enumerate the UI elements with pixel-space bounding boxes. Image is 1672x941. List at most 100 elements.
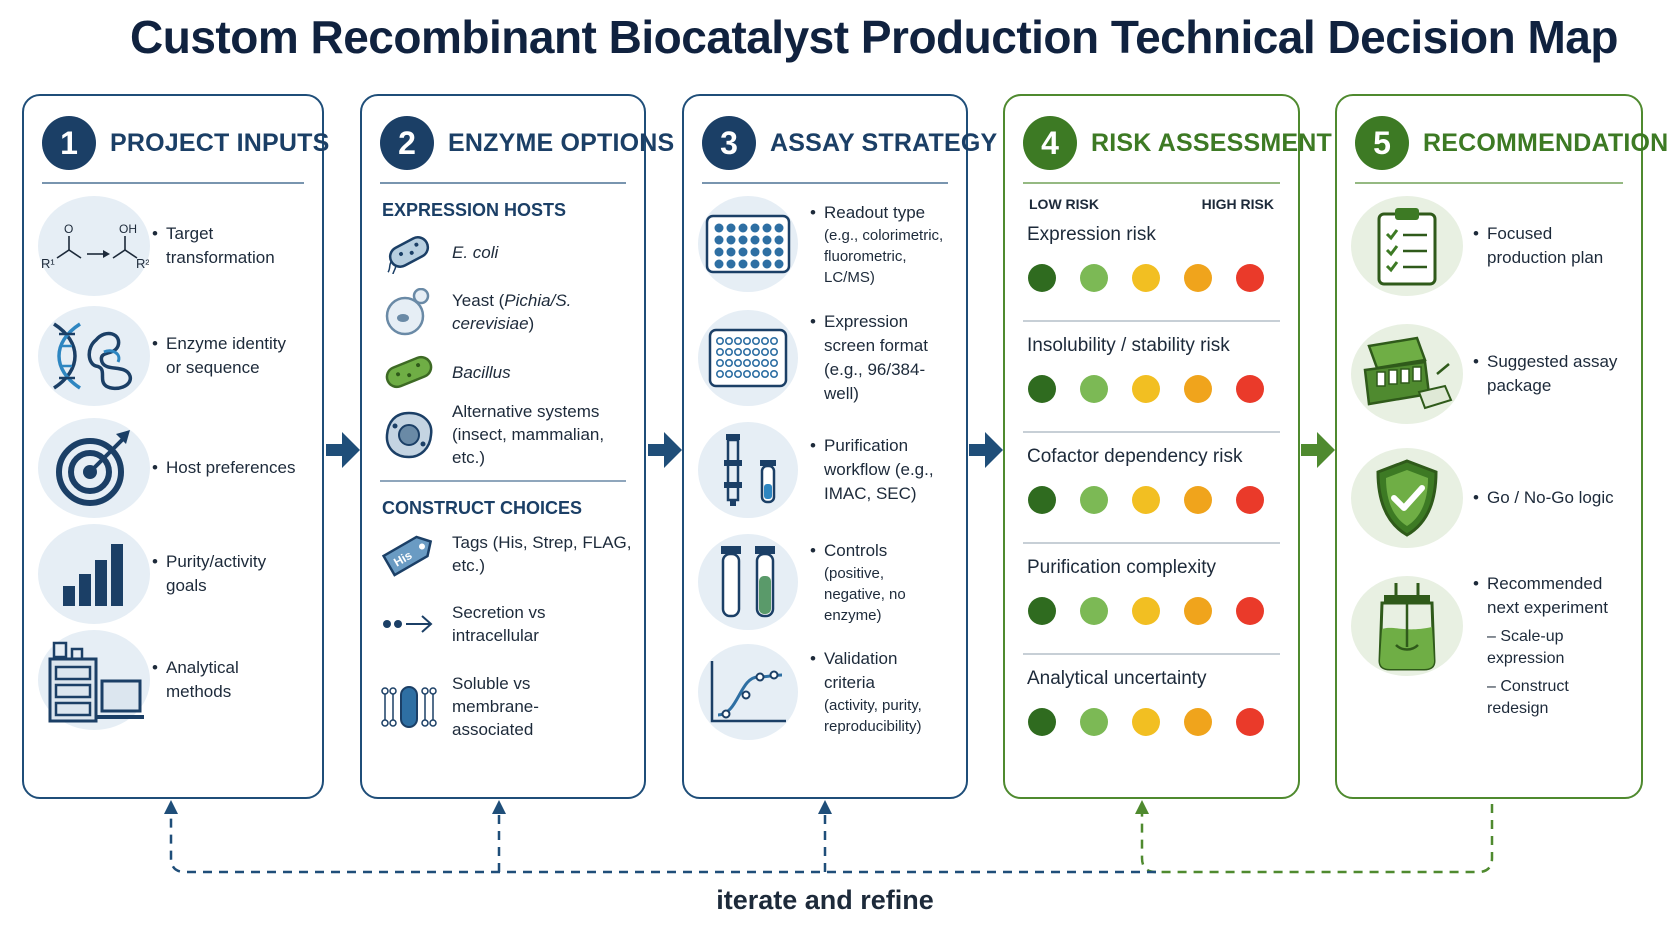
svg-text:O: O (64, 222, 73, 236)
cell-icon (380, 411, 438, 459)
panel-title: RISK ASSESSMENT (1091, 128, 1333, 157)
dna-protein-icon (38, 306, 150, 406)
panel-title: ASSAY STRATEGY (770, 128, 998, 157)
shield-check-icon (1351, 448, 1463, 548)
divider (702, 182, 948, 184)
item-text: Readout type (808, 201, 948, 225)
section-title-expression-hosts: EXPRESSION HOSTS (382, 200, 567, 220)
item-text-block: Readout type (e.g., colorimetric, fluoro… (798, 201, 948, 288)
list-item: Soluble vs membrane-associated (380, 672, 636, 741)
step-number-badge: 4 (1023, 116, 1077, 170)
list-item: Secretion vs intracellular (380, 600, 636, 648)
risk-level-dot (1236, 375, 1264, 403)
item-text: Focused production plan (1471, 222, 1633, 270)
risk-dots (1023, 375, 1280, 403)
membrane-icon (380, 683, 438, 731)
page-title: Custom Recombinant Biocatalyst Productio… (130, 11, 1618, 63)
arrow-right-icon (648, 432, 682, 468)
iterate-label: iterate and refine (716, 885, 934, 915)
divider (1023, 182, 1280, 184)
divider (1355, 182, 1623, 184)
risk-dots (1023, 486, 1280, 514)
list-item: Enzyme identity or sequence (38, 306, 314, 406)
svg-text:R¹: R¹ (41, 256, 55, 271)
svg-text:OH: OH (119, 222, 137, 236)
divider (380, 480, 626, 482)
panel-risk-assessment: 4 RISK ASSESSMENT LOW RISK HIGH RISK Exp… (1003, 94, 1332, 799)
item-text: Secretion vs intracellular (452, 603, 546, 645)
step-number-badge: 2 (380, 116, 434, 170)
list-item: Go / No-Go logic (1351, 448, 1633, 548)
item-text: Controls (808, 539, 948, 563)
item-text: Soluble vs membrane-associated (452, 674, 539, 739)
bioreactor-icon (1351, 576, 1463, 676)
divider (1023, 542, 1280, 544)
item-text: E. coli (452, 242, 499, 262)
tag-icon: His (380, 530, 438, 578)
risk-level-dot (1236, 264, 1264, 292)
item-subtext: – Construct redesign (1487, 678, 1569, 717)
list-item: Analytical methods (38, 630, 314, 730)
risk-level-dot (1028, 264, 1056, 292)
risk-level-dot (1028, 597, 1056, 625)
panel-assay-strategy: 3 ASSAY STRATEGY Readout type (e.g., col… (682, 94, 997, 799)
list-item: Controls (positive, negative, no enzyme) (698, 534, 958, 630)
item-subtext: (activity, purity, reproducibility) (824, 697, 922, 735)
clipboard-checklist-icon (1351, 196, 1463, 296)
list-item: E. coli (380, 228, 636, 276)
list-item: Purity/activity goals (38, 524, 314, 624)
list-item: Bacillus (380, 348, 636, 396)
item-text: Go / No-Go logic (1471, 486, 1633, 510)
risk-dots (1023, 597, 1280, 625)
risk-level-dot (1132, 597, 1160, 625)
panel-recommendation: 5 RECOMMENDATION Focused production plan (1335, 94, 1668, 799)
panel-enzyme-options: 2 ENZYME OPTIONS EXPRESSION HOSTS E. col… (360, 94, 674, 799)
item-text-block: Validation criteria (activity, purity, r… (798, 647, 948, 737)
list-item: Readout type (e.g., colorimetric, fluoro… (698, 196, 958, 292)
lab-instrument-icon (38, 630, 150, 730)
panel-header: 2 ENZYME OPTIONS (380, 116, 674, 170)
panel-title: ENZYME OPTIONS (448, 128, 675, 157)
risk-level-dot (1132, 708, 1160, 736)
risk-label: Cofactor dependency risk (1027, 446, 1243, 467)
secretion-arrow-icon (380, 600, 438, 648)
risk-level-dot (1184, 708, 1212, 736)
item-text-block: Controls (positive, negative, no enzyme) (798, 539, 948, 626)
risk-level-dot (1080, 264, 1108, 292)
divider (380, 182, 626, 184)
panel-header: 1 PROJECT INPUTS (42, 116, 330, 170)
risk-row: Analytical uncertainty (1023, 668, 1280, 736)
risk-level-dot (1080, 375, 1108, 403)
arrow-right-icon (326, 432, 360, 468)
arrow-right-icon (969, 432, 1003, 468)
item-text: Suggested assay package (1471, 350, 1633, 398)
risk-dots (1023, 264, 1280, 292)
yeast-icon (380, 288, 438, 336)
item-text: Enzyme identity or sequence (150, 332, 290, 380)
panel-header: 5 RECOMMENDATION (1355, 116, 1668, 170)
list-item: R¹ O OH R² Target transformation (38, 196, 314, 296)
step-number-badge: 5 (1355, 116, 1409, 170)
list-item: Alternative systems (insect, mammalian, … (380, 400, 636, 469)
bacillus-icon (380, 348, 438, 396)
item-text: Target transformation (150, 222, 285, 270)
risk-label: Analytical uncertainty (1027, 668, 1207, 689)
e-coli-icon (380, 228, 438, 276)
risk-row: Purification complexity (1023, 557, 1280, 625)
panel-header: 4 RISK ASSESSMENT (1023, 116, 1332, 170)
tubes-icon (698, 534, 798, 630)
item-text: Yeast (Pichia/S. cerevisiae) (452, 291, 572, 333)
item-text: Alternative systems (insect, mammalian, … (452, 402, 605, 467)
risk-label: Insolubility / stability risk (1027, 335, 1230, 356)
list-item: His Tags (His, Strep, FLAG, etc.) (380, 530, 636, 578)
list-item: Expression screen format (e.g., 96/384-w… (698, 310, 958, 406)
curve-icon (698, 644, 798, 740)
risk-level-dot (1236, 486, 1264, 514)
item-text: Bacillus (452, 362, 511, 382)
item-text: Recommended next experiment (1471, 572, 1633, 620)
risk-level-dot (1236, 597, 1264, 625)
section-title-construct-choices: CONSTRUCT CHOICES (382, 498, 583, 518)
risk-level-dot (1132, 486, 1160, 514)
list-item: Host preferences (38, 418, 314, 518)
item-text: Tags (His, Strep, FLAG, etc.) (452, 533, 632, 575)
